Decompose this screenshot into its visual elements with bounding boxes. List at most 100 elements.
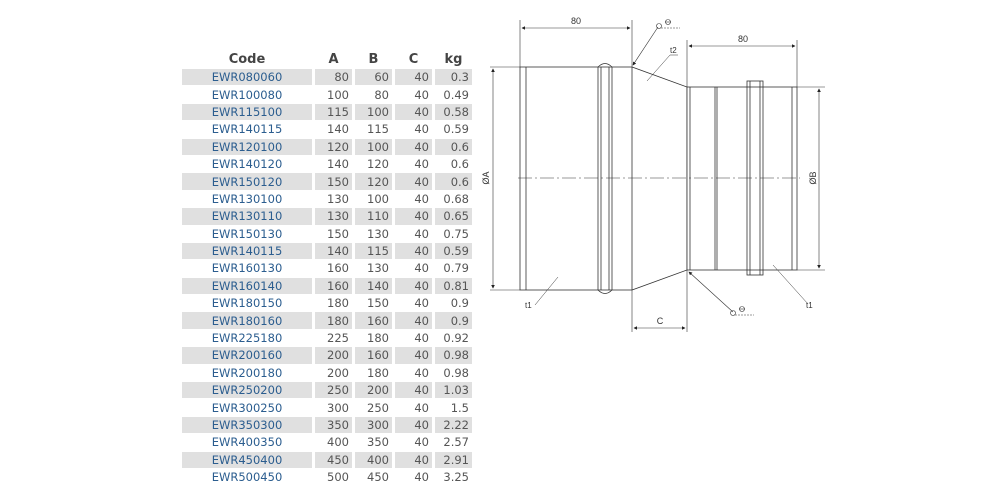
product-code-cell[interactable]: EWR160130 — [211, 261, 283, 276]
cell-c: 40 — [414, 122, 429, 137]
product-code-cell[interactable]: EWR180150 — [211, 296, 283, 311]
weld-symbol-top — [632, 19, 680, 66]
cell-c: 40 — [395, 242, 432, 260]
cell-c: 40 — [395, 312, 432, 329]
cell-b: 130 — [367, 226, 389, 241]
product-code-cell[interactable]: EWR140120 — [211, 157, 283, 172]
cell-b: 80 — [374, 87, 389, 102]
product-code-cell[interactable]: EWR100080 — [211, 87, 283, 102]
cell-c: 40 — [414, 365, 429, 380]
cell-b: 140 — [355, 277, 392, 295]
cell-c: 40 — [395, 208, 432, 225]
cell-c: 40 — [414, 470, 429, 485]
product-code-cell[interactable]: EWR150130 — [211, 226, 283, 241]
cell-a: 115 — [315, 103, 352, 121]
leader-lines — [534, 54, 809, 306]
cell-c: 40 — [414, 226, 429, 241]
product-code-cell[interactable]: EWR300250 — [211, 400, 283, 415]
cell-b: 400 — [355, 451, 392, 468]
cell-a: 250 — [315, 382, 352, 399]
product-code-cell[interactable]: EWR200160 — [182, 347, 312, 364]
cell-a: 200 — [327, 365, 349, 380]
cell-kg: 0.6 — [450, 157, 469, 172]
label-t1-right: t1 — [806, 301, 813, 310]
dim-left-length: 80 — [571, 16, 581, 26]
product-code-cell[interactable]: EWR180160 — [182, 312, 312, 329]
cell-kg: 2.57 — [443, 435, 469, 450]
cell-c: 40 — [414, 157, 429, 172]
product-code-cell[interactable]: EWR350300 — [182, 416, 312, 434]
product-code-cell[interactable]: EWR140115 — [211, 122, 283, 137]
cell-b: 100 — [355, 138, 392, 155]
dimension-lines — [490, 20, 825, 332]
cell-kg: 0.81 — [435, 277, 472, 295]
cell-kg: 2.22 — [435, 416, 472, 434]
cell-kg: 0.98 — [435, 347, 472, 364]
product-code-cell[interactable]: EWR120100 — [182, 138, 312, 155]
label-t2: t2 — [670, 46, 677, 55]
left-cylinder — [519, 63, 633, 294]
cell-kg: 3.25 — [443, 470, 469, 485]
cell-b: 300 — [355, 416, 392, 434]
label-t1-left: t1 — [525, 301, 532, 310]
product-code-cell[interactable]: EWR500450 — [211, 470, 283, 485]
cell-b: 60 — [355, 69, 392, 86]
cell-a: 150 — [327, 226, 349, 241]
cell-a: 160 — [327, 261, 349, 276]
cell-c: 40 — [395, 103, 432, 121]
cell-c: 40 — [395, 347, 432, 364]
cell-a: 100 — [327, 87, 349, 102]
dim-a: ØA — [481, 171, 491, 184]
cell-a: 400 — [327, 435, 349, 450]
cell-kg: 0.9 — [435, 312, 472, 329]
product-code-cell[interactable]: EWR130110 — [182, 208, 312, 225]
cell-c: 40 — [395, 173, 432, 190]
product-code-cell[interactable]: EWR250200 — [182, 382, 312, 399]
cell-kg: 0.68 — [443, 191, 469, 206]
cell-kg: 1.5 — [450, 400, 469, 415]
dim-c: C — [657, 316, 664, 326]
product-code-cell[interactable]: EWR450400 — [182, 451, 312, 468]
product-code-cell[interactable]: EWR160140 — [182, 277, 312, 295]
cell-b: 160 — [355, 312, 392, 329]
product-code-cell[interactable]: EWR225180 — [211, 331, 283, 346]
cell-b: 120 — [367, 157, 389, 172]
product-code-cell[interactable]: EWR130100 — [211, 191, 283, 206]
product-code-cell[interactable]: EWR115100 — [182, 103, 312, 121]
product-code-cell[interactable]: EWR150120 — [182, 173, 312, 190]
product-code-cell[interactable]: EWR140115 — [182, 242, 312, 260]
column-header-code: Code — [228, 51, 266, 67]
cell-kg: 0.75 — [443, 226, 469, 241]
product-code-cell[interactable]: EWR080060 — [182, 69, 312, 86]
table-row: EWR150130 150 130 40 0.75 — [182, 226, 472, 242]
cell-kg: 0.65 — [435, 208, 472, 225]
cell-a: 150 — [315, 173, 352, 190]
cell-a: 300 — [327, 400, 349, 415]
cell-kg: 0.3 — [435, 69, 472, 86]
product-code-cell[interactable]: EWR200180 — [211, 365, 283, 380]
cell-kg: 0.59 — [435, 242, 472, 260]
cell-c: 40 — [414, 435, 429, 450]
cell-b: 115 — [355, 242, 392, 260]
column-header-c: C — [408, 51, 419, 67]
cell-c: 40 — [414, 296, 429, 311]
cell-b: 250 — [367, 400, 389, 415]
cell-a: 450 — [315, 451, 352, 468]
product-code-cell[interactable]: EWR400350 — [211, 435, 283, 450]
